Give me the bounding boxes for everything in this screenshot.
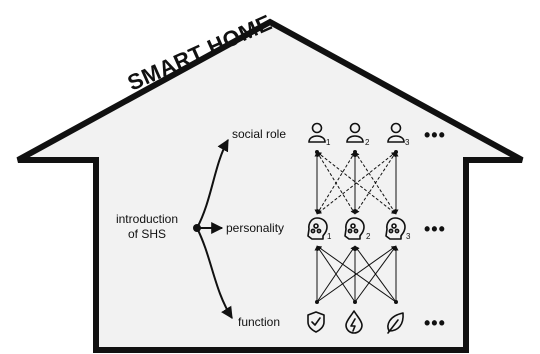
energy-drop-icon <box>345 310 363 334</box>
function-personality-links <box>314 245 399 303</box>
node-dots <box>315 150 398 304</box>
social-personality-links <box>314 151 399 215</box>
person-icon-1 <box>308 122 326 143</box>
person-icon-3 <box>387 122 405 143</box>
more-functions: ••• <box>424 313 446 333</box>
more-social-roles: ••• <box>424 125 446 145</box>
social-role-label: social role <box>232 127 287 141</box>
person-icon-2 <box>346 122 364 143</box>
subscript-social-2: 2 <box>365 138 370 147</box>
subscript-personality-2: 2 <box>366 232 371 241</box>
function-icons <box>307 310 404 334</box>
social-role-icons <box>308 122 405 143</box>
head-gears-icon-2 <box>344 217 365 240</box>
head-gears-icon-3 <box>385 217 406 240</box>
personality-icons <box>307 217 406 240</box>
shield-check-icon <box>307 311 325 333</box>
subscript-personality-3: 3 <box>406 232 411 241</box>
branch-arrows <box>193 138 233 320</box>
personality-label: personality <box>226 221 285 235</box>
subscript-social-1: 1 <box>326 138 331 147</box>
subscript-social-3: 3 <box>405 138 410 147</box>
more-personalities: ••• <box>424 219 446 239</box>
head-gears-icon-1 <box>307 217 328 240</box>
subscript-personality-1: 1 <box>327 232 332 241</box>
house-outline <box>16 18 524 353</box>
function-label: function <box>238 315 281 329</box>
intro-label: introduction of SHS <box>115 212 179 241</box>
leaf-icon <box>387 312 404 334</box>
